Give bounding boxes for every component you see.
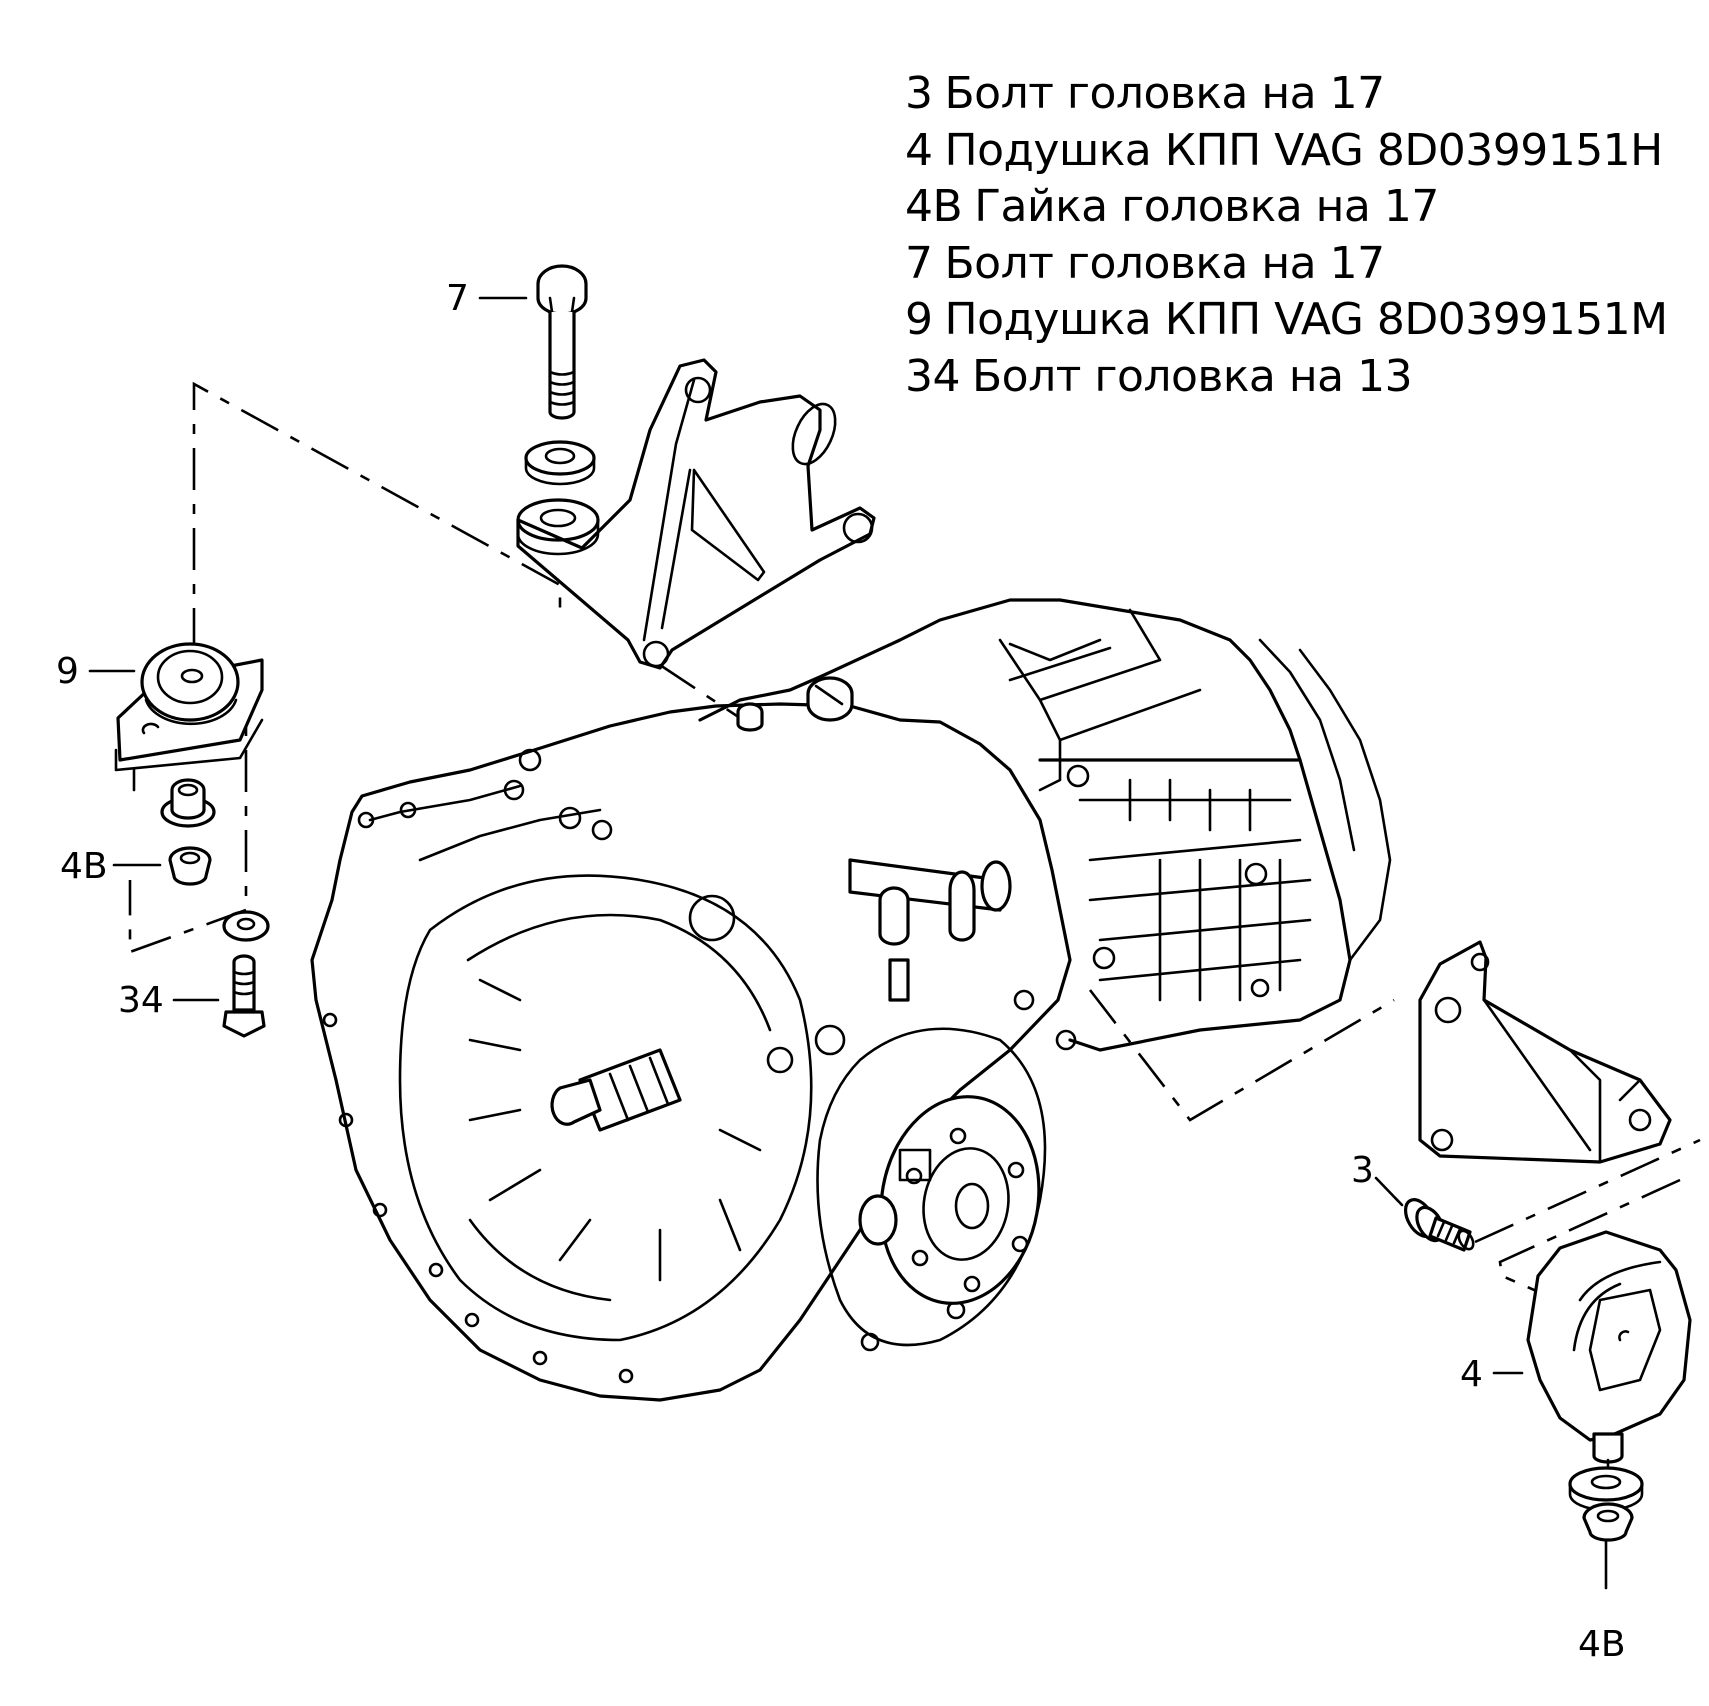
washer-7-upper-icon <box>524 440 596 486</box>
assembly-line-right-mount <box>1498 1178 1681 1298</box>
assembly-line-bolt-3 <box>1474 1138 1701 1244</box>
legend-item-number: 9 <box>905 294 933 345</box>
callout-4: 4 <box>1460 1354 1483 1395</box>
callout-3-leader <box>1374 1176 1404 1207</box>
bolt-34-icon <box>222 954 266 1038</box>
callout-34: 34 <box>118 980 164 1021</box>
washer-34-icon <box>222 910 270 942</box>
flange-bolt-holes <box>322 748 966 1384</box>
upper-gearbox-bracket <box>516 358 876 670</box>
legend-item-number: 7 <box>905 237 933 289</box>
bolt-3-icon <box>1403 1198 1475 1252</box>
bolt-7-icon <box>536 264 588 420</box>
mount-9-icon <box>114 642 264 792</box>
callout-4b-right: 4B <box>1578 1624 1626 1665</box>
legend-item-text: Болт головка на 13 <box>972 350 1413 402</box>
callout-7: 7 <box>446 278 469 319</box>
callout-9: 9 <box>56 651 79 692</box>
assembly-line-left-mount <box>192 381 562 650</box>
callout-3: 3 <box>1351 1150 1374 1191</box>
assembly-line-left-bolt <box>128 670 248 954</box>
assembly-line-right-bracket <box>1088 989 1395 1122</box>
callout-4b-left: 4B <box>60 846 108 887</box>
washer-4-icon <box>1568 1466 1644 1512</box>
legend-item-number: 34 <box>905 350 961 402</box>
legend-item-text: Подушка КПП VAG 8D0399151H <box>944 124 1664 176</box>
mount-4-icon <box>1526 1230 1692 1478</box>
legend-item-number: 4 <box>905 124 933 176</box>
nut-4b-left-upper-icon <box>160 778 216 828</box>
right-gearbox-bracket <box>1418 940 1672 1164</box>
legend-item-number: 4B <box>905 181 963 232</box>
legend-item-text: Подушка КПП VAG 8D0399151M <box>944 294 1669 345</box>
legend-item-number: 3 <box>905 68 933 119</box>
legend-item-text: Болт головка на 17 <box>944 237 1386 289</box>
assembly-line-bracket-to-box <box>659 663 741 720</box>
legend-item-text: Гайка головка на 17 <box>974 181 1439 232</box>
gearbox-housing <box>310 598 1392 1402</box>
nut-4b-right-icon <box>1582 1502 1634 1542</box>
legend-item-text: Болт головка на 17 <box>944 68 1386 119</box>
nut-4b-left-icon <box>168 846 212 886</box>
